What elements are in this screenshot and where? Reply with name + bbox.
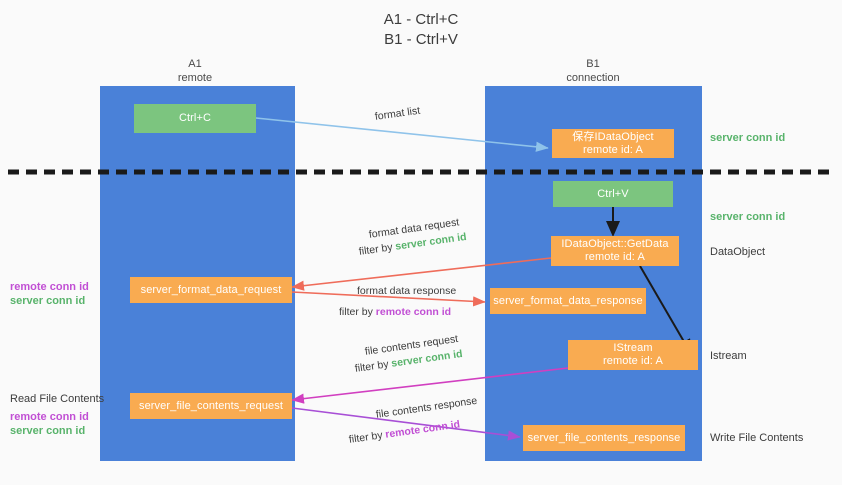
diagram-title-line1: A1 - Ctrl+C [383, 11, 459, 28]
node-idataobject-getdata-line2: remote id: A [585, 251, 645, 263]
remote-conn-id-text-1: remote conn id [375, 306, 452, 318]
node-ctrl-c-label: Ctrl+C [178, 112, 212, 124]
filter-by-text-2: filter by [339, 306, 373, 318]
annotation-istream: Istream [710, 350, 747, 362]
node-ctrl-v-label: Ctrl+V [597, 187, 629, 200]
filter-by-text-1: filter by [358, 241, 394, 258]
column-header-b1-name: B1 [586, 58, 600, 70]
node-istream[interactable]: IStream remote id: A [568, 340, 698, 370]
remote-conn-id-text-2: remote conn id [384, 418, 461, 441]
annotation-data-object: DataObject [710, 246, 766, 258]
node-server-file-contents-request-label: server_file_contents_request [138, 399, 284, 412]
node-save-idataobject-line2: remote id: A [583, 143, 643, 156]
node-server-file-contents-request[interactable]: server_file_contents_request [130, 393, 292, 419]
annotation-conn-id-stack-2: remote conn id server conn id [10, 410, 89, 438]
node-server-file-contents-response[interactable]: server_file_contents_response [523, 425, 685, 451]
annotation-server-conn-id-1: server conn id [710, 132, 786, 144]
filter-by-text-3: filter by [354, 358, 390, 375]
edge-label-format-list: format list [374, 104, 421, 123]
column-header-b1-sub: connection [566, 72, 620, 84]
node-ctrl-c[interactable]: Ctrl+C [134, 104, 256, 133]
annotation-server-conn-id-2: server conn id [710, 211, 786, 223]
filter-by-text-4: filter by [348, 429, 384, 446]
annotation-remote-conn-id-2: remote conn id [10, 411, 89, 423]
node-server-format-data-response-label: server_format_data_response [493, 294, 643, 307]
annotation-read-file-contents: Read File Contents [10, 393, 105, 405]
node-istream-line2: remote id: A [603, 355, 663, 367]
annotation-server-conn-id-4: server conn id [10, 425, 86, 437]
annotation-write-file-contents: Write File Contents [710, 432, 804, 444]
node-istream-line1: IStream [613, 342, 653, 354]
node-server-format-data-response[interactable]: server_format_data_response [490, 288, 646, 314]
node-server-file-contents-response-label: server_file_contents_response [527, 431, 681, 444]
node-save-idataobject[interactable]: 保存IDataObject remote id: A [552, 129, 674, 158]
edge-label-file-contents-response-filter: filter by remote conn id [348, 417, 461, 446]
node-server-format-data-request-label: server_format_data_request [140, 283, 282, 296]
edge-label-format-data-response: format data response [357, 285, 457, 297]
node-idataobject-getdata-line1: IDataObject::GetData [561, 238, 669, 250]
node-idataobject-getdata[interactable]: IDataObject::GetData remote id: A [551, 236, 679, 266]
annotation-conn-id-stack-1: remote conn id server conn id [10, 280, 89, 308]
node-save-idataobject-line1: 保存IDataObject [572, 130, 654, 143]
node-ctrl-v[interactable]: Ctrl+V [553, 181, 673, 207]
edge-label-file-contents-response: file contents response [375, 394, 478, 421]
node-server-format-data-request[interactable]: server_format_data_request [130, 277, 292, 303]
diagram-title-line2: B1 - Ctrl+V [384, 31, 458, 48]
column-header-a1-name: A1 [188, 58, 202, 70]
edge-label-format-data-response-filter: filter by remote conn id [339, 305, 451, 319]
annotation-server-conn-id-3: server conn id [10, 295, 86, 307]
column-header-a1-sub: remote [177, 72, 213, 84]
annotation-remote-conn-id-1: remote conn id [10, 281, 89, 293]
